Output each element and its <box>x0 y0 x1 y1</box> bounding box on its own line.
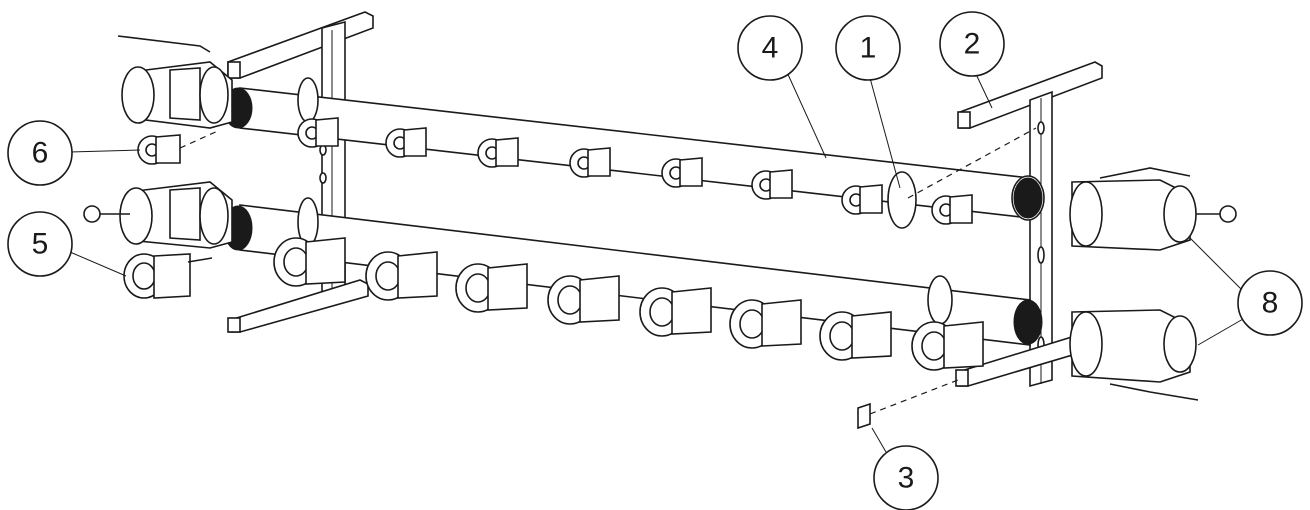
lower-manifold-pipe <box>223 204 1043 346</box>
callout-2: 2 <box>939 11 1005 77</box>
part-6-small-adapter <box>137 129 221 165</box>
large-fitting <box>911 321 984 371</box>
callout-3-label: 3 <box>898 462 915 495</box>
large-fitting <box>639 287 712 337</box>
upper-small-fittings <box>297 117 973 225</box>
small-fitting <box>931 194 973 225</box>
right-upper-camlock-valve <box>1069 167 1237 251</box>
callout-5-label: 5 <box>32 228 49 261</box>
callout-6: 6 <box>7 120 73 186</box>
callout-1-label: 1 <box>860 32 877 65</box>
assembly-dash-line <box>907 127 1037 199</box>
large-fitting <box>273 237 346 287</box>
leader-lines <box>69 69 1251 453</box>
large-fitting <box>455 263 528 313</box>
small-fitting <box>841 184 883 215</box>
large-fitting <box>819 311 892 361</box>
part-5-large-adapter <box>123 253 213 299</box>
upper-manifold-pipe <box>223 87 1045 221</box>
left-lower-camlock-valve <box>83 181 233 249</box>
left-upper-camlock-valve <box>117 35 233 129</box>
callout-5: 5 <box>7 211 73 277</box>
callout-2-label: 2 <box>964 28 981 61</box>
small-fitting <box>477 137 519 168</box>
part-3-end-cap <box>857 379 959 430</box>
small-fitting <box>297 117 339 148</box>
large-fitting <box>547 275 620 325</box>
callout-8-label: 8 <box>1262 287 1279 320</box>
lower-large-fittings <box>273 237 984 371</box>
callout-3: 3 <box>873 445 939 510</box>
callout-1: 1 <box>835 15 901 81</box>
small-fitting <box>751 169 793 200</box>
callout-4: 4 <box>737 15 803 81</box>
callout-6-label: 6 <box>32 137 49 170</box>
callout-8: 8 <box>1237 270 1303 336</box>
large-fitting <box>365 251 438 301</box>
small-fitting <box>385 127 427 158</box>
large-fitting <box>729 299 802 349</box>
small-fitting <box>661 157 703 188</box>
callout-4-label: 4 <box>762 32 779 65</box>
small-fitting <box>569 147 611 178</box>
right-lower-camlock-valve <box>1069 309 1199 401</box>
